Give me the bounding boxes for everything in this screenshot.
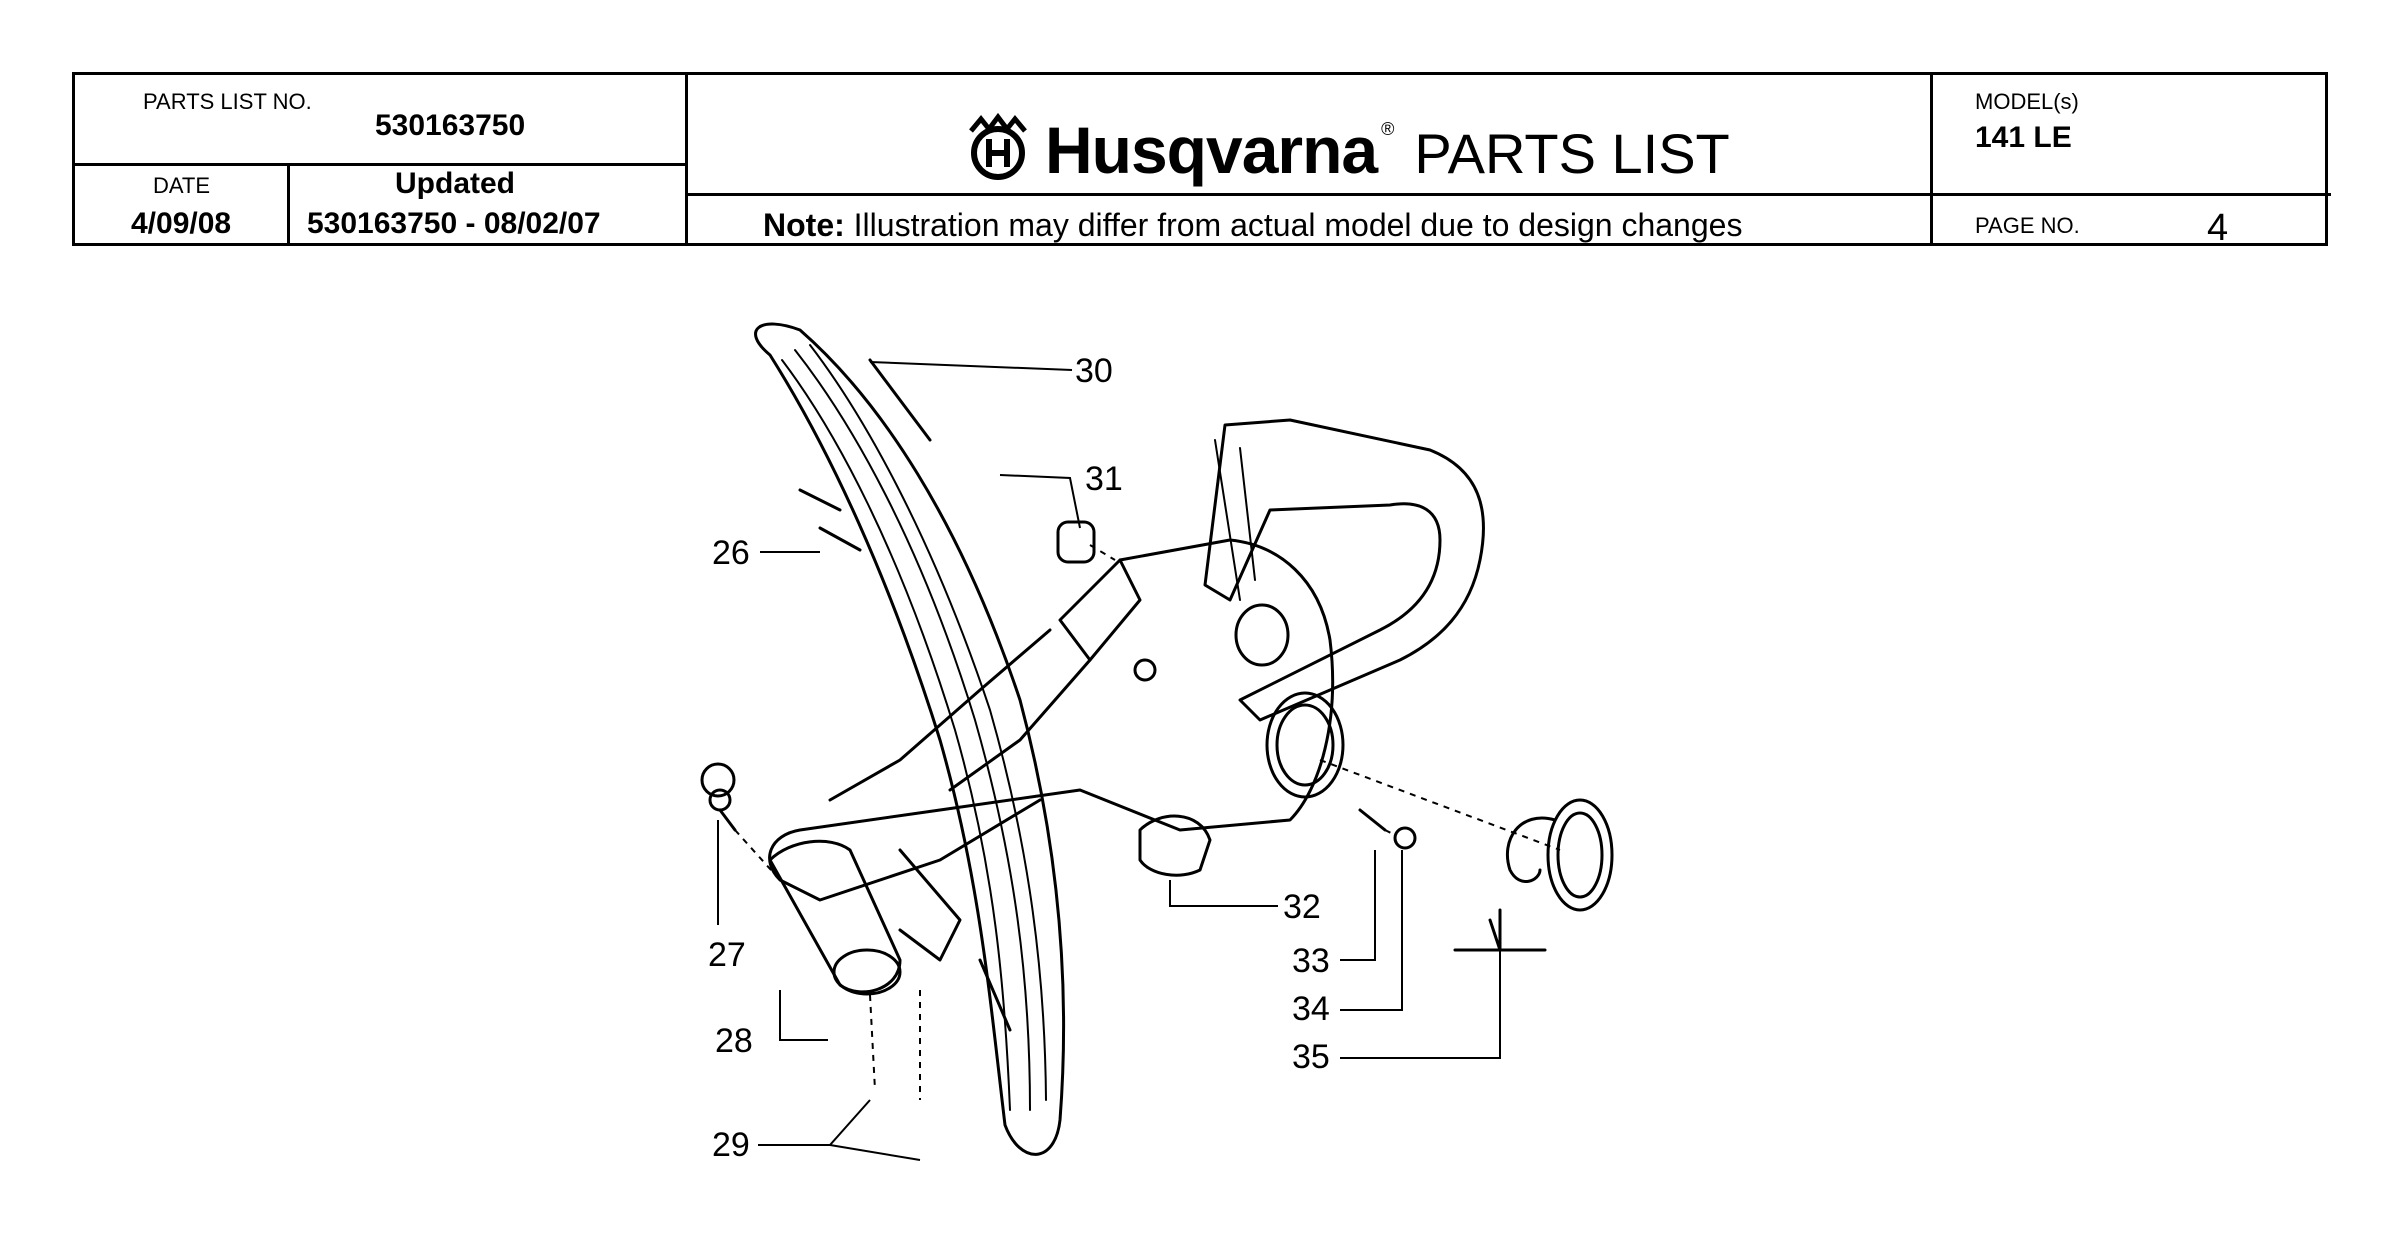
callout-35: 35 [1292,1038,1330,1076]
callout-27: 27 [708,936,746,974]
note-label: Note: [763,207,845,243]
grommet-27 [700,762,736,798]
model-label: MODEL(s) [1975,89,2079,114]
fuel-cap [1546,798,1614,912]
page-label: PAGE NO. [1975,213,2080,238]
model-value: 141 LE [1975,121,2072,154]
divider [75,163,687,166]
brand-name: Husqvarna [1045,113,1378,187]
callout-30: 30 [1075,352,1113,390]
rear-handle [1203,418,1485,722]
callout-32: 32 [1283,888,1321,926]
brand-title: Husqvarna ® PARTS LIST [963,103,1730,188]
divider [287,163,290,243]
callout-29: 29 [712,1126,750,1164]
divider [685,75,688,243]
housing [768,538,1335,902]
callout-34: 34 [1292,990,1330,1028]
parts-list-no-label: PARTS LIST NO. [143,89,312,114]
updated-label: Updated [395,167,515,200]
page-number: 4 [2207,207,2229,249]
divider [685,193,2331,196]
parts-list-title: PARTS LIST [1414,122,1730,185]
date-value: 4/09/08 [131,207,232,240]
registered-mark: ® [1381,119,1395,139]
callout-28: 28 [715,1022,753,1060]
front-handle-bar [754,322,1066,1156]
callout-33: 33 [1292,942,1330,980]
callout-26: 26 [712,534,750,572]
plug-32 [1138,814,1212,877]
updated-value: 530163750 - 08/02/07 [307,207,601,240]
note-text: Illustration may differ from actual mode… [844,207,1743,243]
callout-31: 31 [1085,460,1123,498]
parts-list-no: 530163750 [375,109,526,142]
divider [1930,75,1933,243]
note: Note: Illustration may differ from actua… [763,209,1742,241]
tube-bracket [768,839,902,994]
header-table: PARTS LIST NO. 530163750 DATE 4/09/08 Up… [72,72,2331,249]
stud-31 [1056,520,1096,564]
date-label: DATE [153,173,211,198]
husqvarna-crown-h-logo-icon [969,112,1027,180]
